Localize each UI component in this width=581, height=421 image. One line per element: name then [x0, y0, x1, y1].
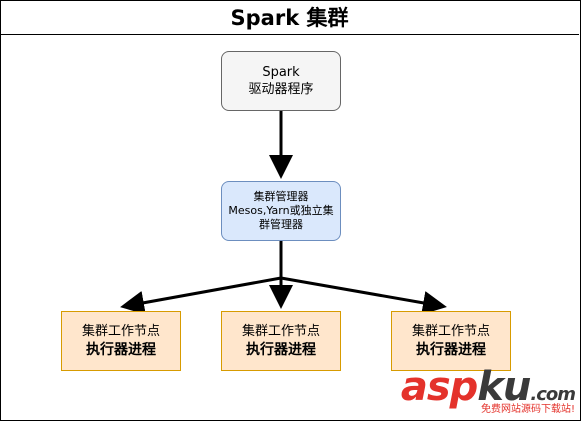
driver-line1: Spark [262, 65, 300, 80]
driver-node: Spark 驱动器程序 [221, 51, 341, 111]
driver-line2: 驱动器程序 [248, 82, 314, 97]
worker-1-line1: 集群工作节点 [81, 324, 160, 339]
worker-1-line2: 执行器进程 [86, 342, 156, 358]
worker-3-line2: 执行器进程 [416, 342, 486, 358]
worker-2-line1: 集群工作节点 [241, 324, 320, 339]
cluster-manager-text: 集群管理器 Mesos,Yarn或独立集群管理器 [228, 190, 334, 231]
worker-3-line1: 集群工作节点 [411, 324, 490, 339]
arrow-to-worker-3 [280, 276, 447, 315]
worker-node-1: 集群工作节点 执行器进程 [61, 311, 181, 371]
worker-node-2: 集群工作节点 执行器进程 [221, 311, 341, 371]
diagram-title: Spark 集群 [0, 0, 579, 35]
watermark-subtitle: 免费网站源码下载站! [480, 404, 575, 415]
worker-2-line2: 执行器进程 [246, 342, 316, 358]
cluster-manager-node: 集群管理器 Mesos,Yarn或独立集群管理器 [221, 181, 341, 241]
worker-node-3: 集群工作节点 执行器进程 [391, 311, 511, 371]
watermark: aspku.com 免费网站源码下载站! [400, 364, 576, 415]
watermark-logo: aspku.com [400, 364, 576, 410]
arrow-to-worker-1 [120, 276, 282, 315]
